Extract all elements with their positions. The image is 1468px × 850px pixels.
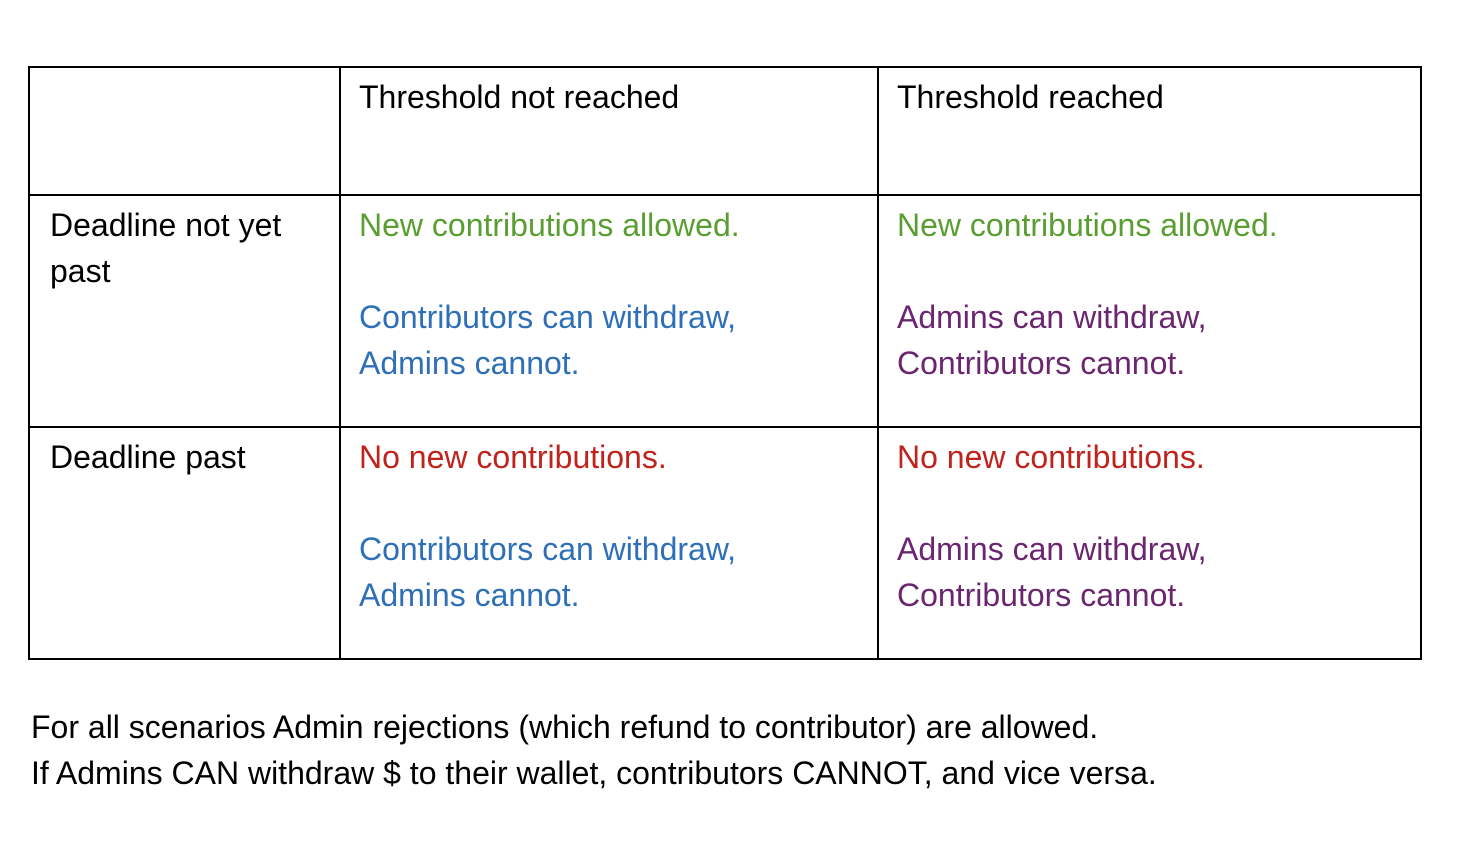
contribution-status: New contributions allowed. bbox=[359, 207, 740, 243]
cell-not-yet-past-not-reached: New contributions allowed. Contributors … bbox=[339, 194, 879, 428]
col-header-threshold-reached: Threshold reached bbox=[877, 66, 1422, 196]
footnote: For all scenarios Admin rejections (whic… bbox=[31, 704, 1157, 796]
row-header-deadline-not-yet-past: Deadline not yet past bbox=[28, 194, 341, 428]
row-deadline-not-yet-past: Deadline not yet past New contributions … bbox=[28, 194, 1422, 428]
withdraw-rule-line-1: Contributors can withdraw, bbox=[359, 531, 737, 567]
row-header-deadline-past: Deadline past bbox=[28, 426, 341, 660]
cell-past-not-reached: No new contributions. Contributors can w… bbox=[339, 426, 879, 660]
contribution-status: No new contributions. bbox=[359, 439, 667, 475]
withdraw-rule-line-2: Admins cannot. bbox=[359, 345, 580, 381]
footnote-line-2: If Admins CAN withdraw $ to their wallet… bbox=[31, 755, 1157, 791]
row-deadline-past: Deadline past No new contributions. Cont… bbox=[28, 426, 1422, 660]
contribution-status: No new contributions. bbox=[897, 439, 1205, 475]
header-row: Threshold not reached Threshold reached bbox=[28, 66, 1422, 196]
footnote-line-1: For all scenarios Admin rejections (whic… bbox=[31, 709, 1099, 745]
withdraw-rule-line-1: Contributors can withdraw, bbox=[359, 299, 737, 335]
withdraw-rule-line-1: Admins can withdraw, bbox=[897, 299, 1207, 335]
corner-cell bbox=[28, 66, 341, 196]
scenario-matrix-table: Threshold not reached Threshold reached … bbox=[28, 66, 1422, 660]
cell-past-reached: No new contributions. Admins can withdra… bbox=[877, 426, 1422, 660]
contribution-status: New contributions allowed. bbox=[897, 207, 1278, 243]
withdraw-rule-line-2: Contributors cannot. bbox=[897, 577, 1186, 613]
col-header-threshold-not-reached: Threshold not reached bbox=[339, 66, 879, 196]
withdraw-rule-line-2: Admins cannot. bbox=[359, 577, 580, 613]
withdraw-rule-line-1: Admins can withdraw, bbox=[897, 531, 1207, 567]
cell-not-yet-past-reached: New contributions allowed. Admins can wi… bbox=[877, 194, 1422, 428]
withdraw-rule-line-2: Contributors cannot. bbox=[897, 345, 1186, 381]
